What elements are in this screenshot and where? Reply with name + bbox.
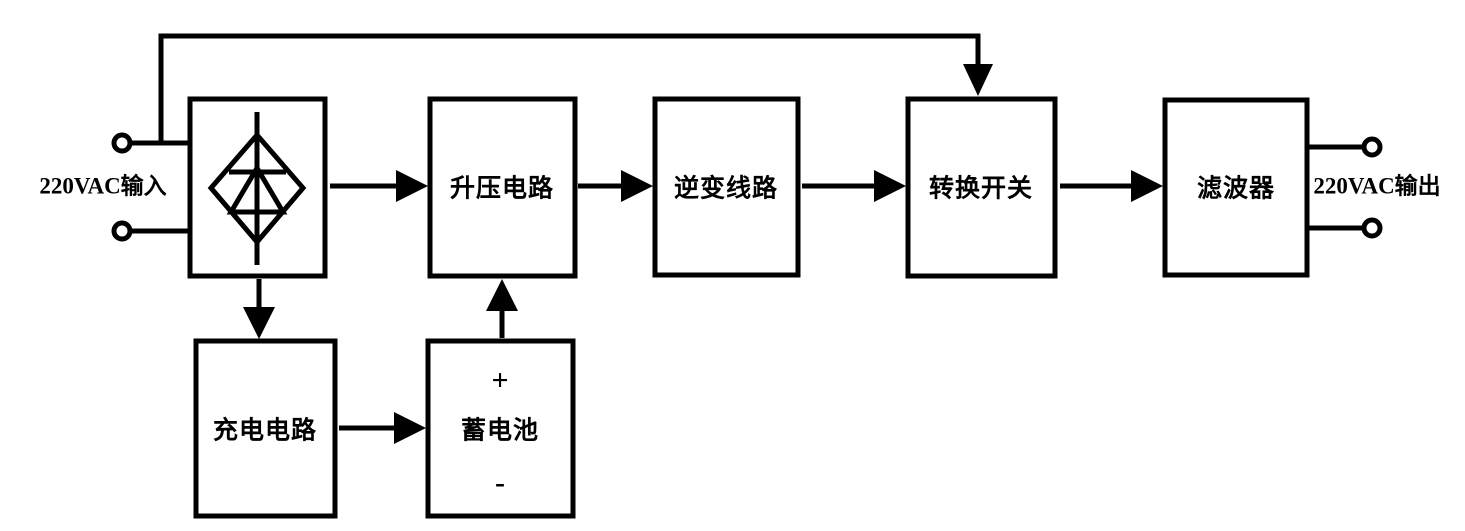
battery-negative-symbol: - [495,466,505,499]
output-port-label: 220VAC输出 [1313,173,1441,199]
input-terminal-bottom [111,220,133,242]
block-boost-circuit[interactable] [427,96,578,279]
battery-positive-symbol: + [491,364,509,397]
arrow-transfer-switch-to-filter [1060,170,1163,202]
output-terminal-bottom [1361,217,1383,239]
bypass-feedback-path [158,33,993,143]
block-inverter-circuit[interactable] [652,96,801,278]
output-terminal-top [1361,136,1383,158]
bypass-feedback-arrowhead [963,64,993,96]
input-terminal-top [111,132,133,154]
bridge-rectifier-icon [207,112,307,265]
arrow-rectifier-to-charger [243,279,275,339]
arrow-inverter-to-transfer-switch [802,170,906,202]
ac-output-wiring [1305,136,1383,239]
arrow-rectifier-to-boost [330,170,428,202]
ac-input-wiring [111,132,192,242]
block-transfer-switch[interactable] [905,96,1058,279]
input-port-label: 220VAC输入 [39,173,167,199]
block-charger-circuit[interactable] [193,338,338,519]
arrow-boost-to-inverter [578,170,653,202]
bypass-feedback-wire [158,33,981,143]
arrow-charger-to-battery [339,412,426,444]
arrow-battery-to-boost [486,279,518,338]
block-battery[interactable] [425,338,576,519]
block-filter[interactable] [1162,97,1310,278]
